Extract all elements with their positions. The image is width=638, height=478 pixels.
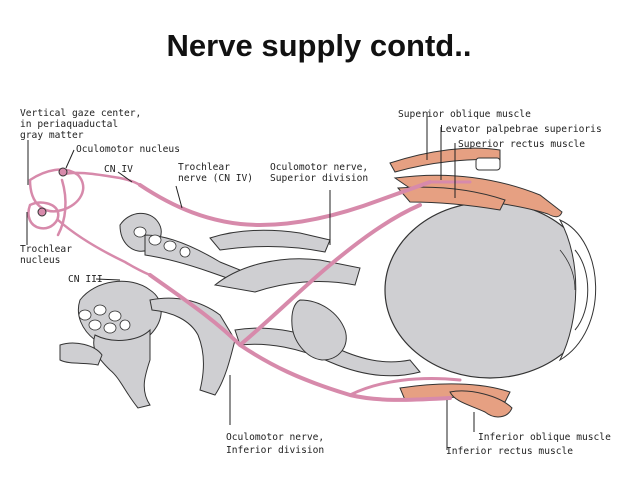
oculomotor-nerve-superior [238, 203, 422, 347]
superior-rectus-muscle [396, 186, 506, 211]
label-cn-iv: CN IV [104, 164, 133, 175]
label-vertical-gaze-3: gray matter [20, 130, 84, 141]
label-oculomotor-superior-2: Superior division [270, 173, 368, 184]
label-vertical-gaze-2: in periaquaductal [20, 119, 118, 130]
label-superior-oblique: Superior oblique muscle [398, 109, 531, 120]
label-oculomotor-nucleus: Oculomotor nucleus [76, 144, 180, 155]
inferior-oblique-muscle [449, 390, 513, 418]
trochlear-nucleus-dot [37, 207, 47, 217]
label-inferior-rectus: Inferior rectus muscle [446, 446, 573, 457]
vascular-network [78, 226, 191, 334]
slide-title: Nerve supply contd.. [166, 28, 472, 63]
trochlea [475, 157, 501, 171]
label-trochlear-nerve-1: Trochlear [178, 162, 230, 173]
extraocular-muscles [389, 147, 563, 418]
label-oculomotor-superior-1: Oculomotor nerve, [270, 162, 368, 173]
oculomotor-nerve-inferior [148, 273, 452, 402]
label-oculomotor-inferior-2: Inferior division [226, 445, 324, 456]
label-vertical-gaze-1: Vertical gaze center, [20, 108, 141, 119]
inferior-branch [348, 377, 462, 397]
label-inferior-oblique: Inferior oblique muscle [478, 432, 611, 443]
label-trochlear-nerve-2: nerve (CN IV) [178, 173, 253, 184]
label-superior-rectus: Superior rectus muscle [458, 139, 585, 150]
nucleus-markers [37, 167, 68, 217]
label-oculomotor-inferior-1: Oculomotor nerve, [226, 432, 324, 443]
label-levator: Levator palpebrae superioris [440, 124, 602, 135]
trochlear-nerve [138, 180, 432, 228]
label-trochlear-nucleus-1: Trochlear [20, 244, 72, 255]
eyeball [384, 201, 597, 379]
oculomotor-nucleus-dot [58, 167, 68, 177]
leader-lines [26, 112, 475, 450]
nerves [27, 168, 472, 402]
label-cn-iii: CN III [68, 274, 103, 285]
label-trochlear-nucleus-2: nucleus [20, 255, 60, 266]
labels: Vertical gaze center, in periaquaductal … [20, 108, 611, 457]
